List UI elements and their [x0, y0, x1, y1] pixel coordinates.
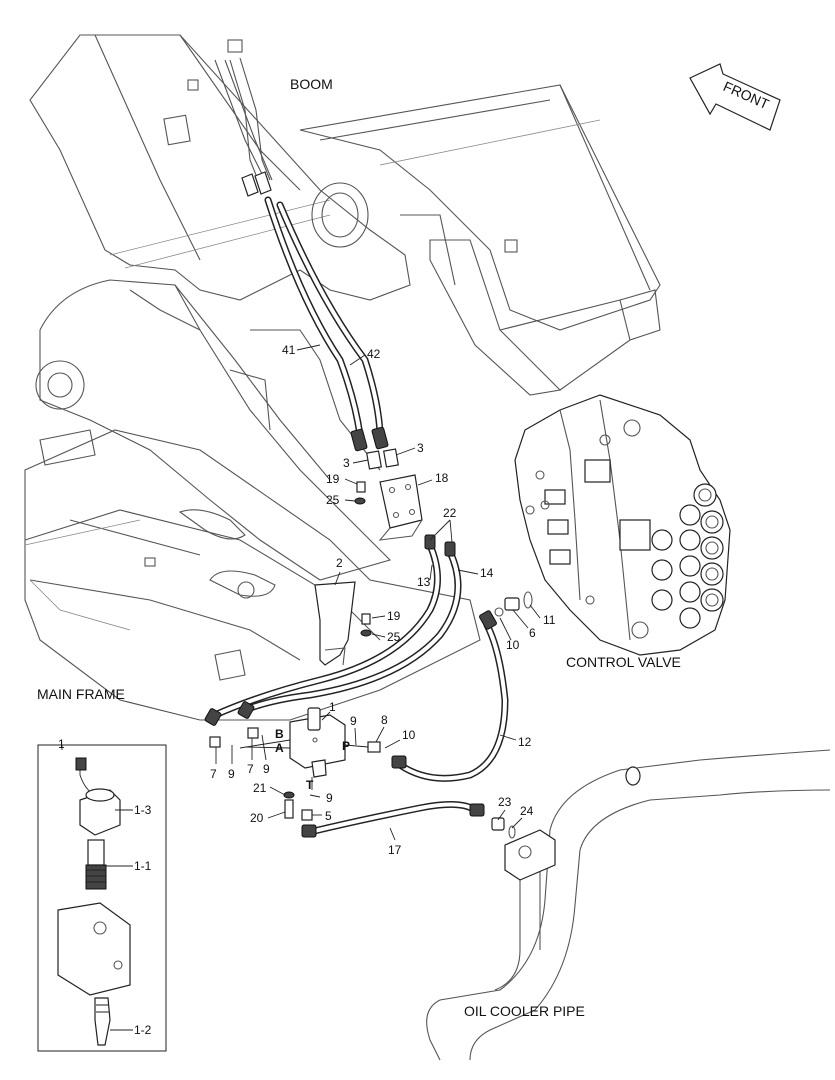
callout-22: 22: [443, 506, 457, 520]
callout-9b: 9: [228, 767, 235, 781]
port-t: T: [306, 778, 314, 792]
callout-3b: 3: [417, 441, 424, 455]
main-frame: [24, 429, 481, 721]
callout-6: 6: [529, 626, 536, 640]
callout-17: 17: [388, 843, 402, 857]
port-b: B: [275, 727, 284, 741]
front-arrow: [689, 63, 781, 131]
callout-5: 5: [325, 809, 332, 823]
hose-42: [276, 201, 384, 436]
valve-spools: [651, 483, 724, 629]
callout-10a: 10: [506, 638, 520, 652]
hose-17: [306, 801, 479, 836]
callout-3a: 3: [343, 456, 350, 470]
oil-cooler-pipe: [426, 749, 831, 1061]
callout-12: 12: [518, 735, 532, 749]
boom-structure: [29, 34, 411, 301]
valve-block-1: [289, 707, 346, 778]
callout-20: 20: [250, 811, 264, 825]
callout-7b: 7: [247, 762, 254, 776]
callout-25a: 25: [326, 493, 340, 507]
port-labels: B A P T: [275, 727, 350, 792]
callout-11: 11: [543, 613, 556, 627]
callout-23: 23: [498, 795, 512, 809]
bracket-18: [378, 474, 423, 541]
port-a: A: [275, 741, 284, 755]
callout-13: 13: [417, 575, 431, 589]
label-oil-cooler-pipe: OIL COOLER PIPE: [464, 1003, 585, 1019]
label-boom: BOOM: [290, 76, 333, 92]
label-control-valve: CONTROL VALVE: [566, 654, 681, 670]
detail-box-label: 1: [58, 737, 65, 751]
callout-1-3: 1-3: [134, 803, 152, 817]
hose-14: [241, 548, 462, 714]
callout-9c: 9: [263, 762, 270, 776]
callouts: 41 42 3 3 19 25 18 22 13 14 11 6 10 2 19…: [134, 343, 556, 1037]
callout-8: 8: [381, 713, 388, 727]
callout-19b: 19: [387, 609, 401, 623]
callout-2: 2: [336, 556, 343, 570]
callout-14: 14: [480, 566, 494, 580]
control-valve: [514, 394, 731, 656]
hose-13: [211, 541, 441, 719]
boom-pipes: [229, 57, 272, 197]
hose-41: [264, 196, 364, 439]
leader-lines: [61, 344, 541, 1031]
port-p: P: [342, 739, 350, 753]
callout-42: 42: [367, 347, 381, 361]
label-main-frame: MAIN FRAME: [37, 686, 125, 702]
callout-1: 1: [329, 700, 336, 714]
bracket-2: [314, 581, 356, 666]
callout-9d: 9: [326, 791, 333, 805]
callout-1-1: 1-1: [134, 859, 152, 873]
callout-21: 21: [253, 781, 267, 795]
callout-10b: 10: [402, 728, 416, 742]
area-labels: BOOM FRONT CONTROL VALVE MAIN FRAME OIL …: [37, 76, 772, 1019]
callout-1-2: 1-2: [134, 1023, 152, 1037]
callout-9a: 9: [350, 714, 357, 728]
callout-41: 41: [282, 343, 296, 357]
callout-24: 24: [520, 804, 534, 818]
callout-25b: 25: [387, 630, 401, 644]
hose-12: [396, 621, 509, 782]
callout-19a: 19: [326, 472, 340, 486]
detail-box: [37, 744, 167, 1052]
callout-18: 18: [435, 471, 449, 485]
callout-7a: 7: [210, 767, 217, 781]
upper-frame: [299, 84, 661, 396]
